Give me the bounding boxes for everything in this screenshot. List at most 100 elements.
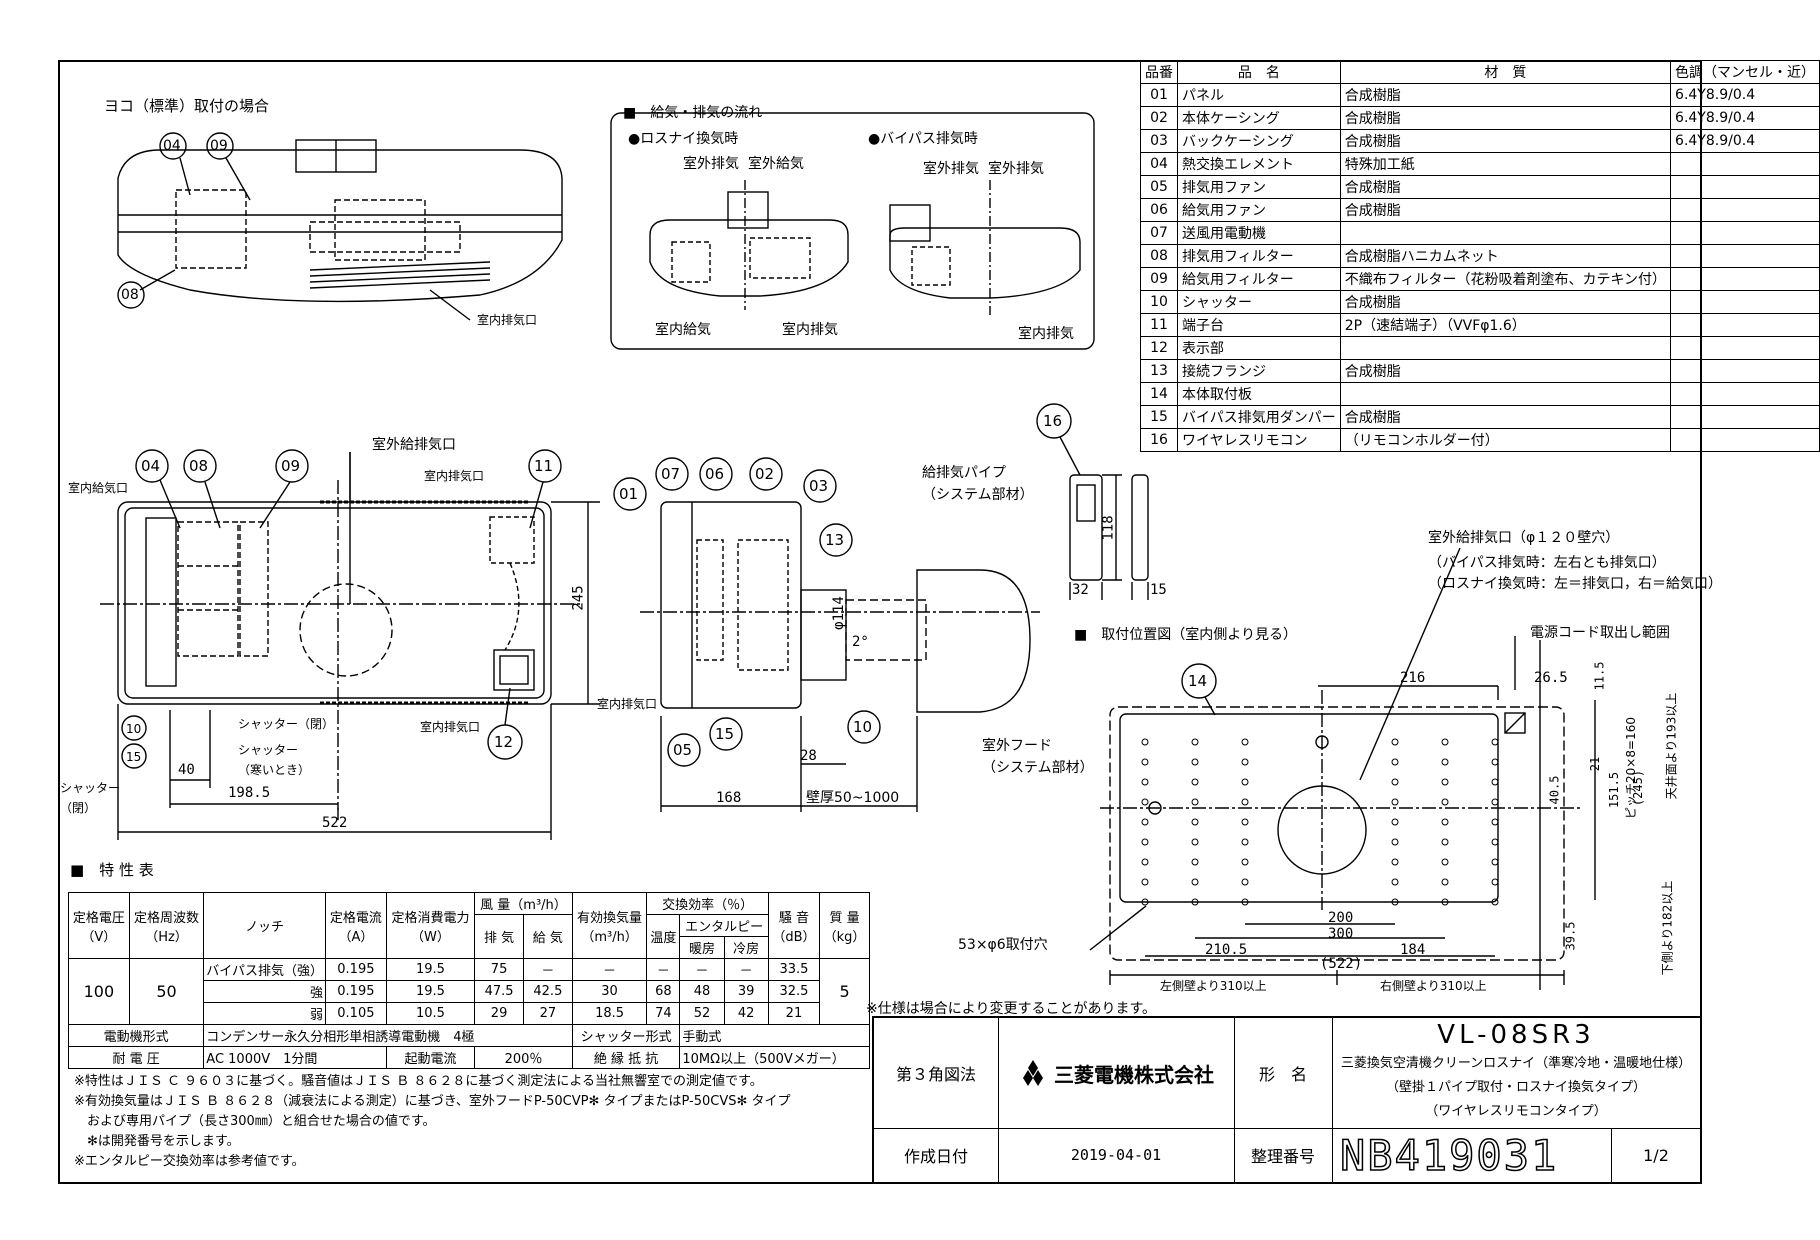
part-name: 送風用電動機 xyxy=(1177,221,1341,245)
mount-hole xyxy=(1241,838,1249,846)
tb-projection: 第３角図法 xyxy=(874,1018,999,1129)
spec-h-air-sup: 給 気 xyxy=(522,914,573,959)
remote-dim-118: 118 xyxy=(1100,515,1117,541)
mount-dim-265: 26.5 xyxy=(1534,670,1568,686)
spec-title: ■ 特 性 表 xyxy=(70,861,154,879)
dim-522: 522 xyxy=(322,815,348,831)
part-name: 接続フランジ xyxy=(1177,359,1341,383)
mount-hole xyxy=(1141,758,1149,766)
mount-hole xyxy=(1441,838,1449,846)
spec-voltage: 100 xyxy=(68,958,130,1025)
side-view-body xyxy=(117,149,563,303)
spec-withstand-label: 耐 電 圧 xyxy=(67,1046,205,1069)
mount-dim-2105: 210.5 xyxy=(1205,942,1248,958)
spec-h-cool: 冷房 xyxy=(723,936,769,959)
side-exhaust-label: 室内排気口 xyxy=(477,313,538,327)
mount-hole xyxy=(1491,798,1499,806)
mount-hole xyxy=(1191,778,1199,786)
mount-hole xyxy=(1241,738,1249,746)
tb-company: 三菱電機株式会社 xyxy=(1054,1062,1214,1087)
top-in-supply-label: 室内給気口 xyxy=(68,481,129,495)
part-name: バックケーシング xyxy=(1177,129,1341,153)
mount-hole xyxy=(1141,838,1149,846)
mount-hole xyxy=(1191,898,1199,906)
part-no: 13 xyxy=(1140,359,1178,383)
spec-note-4: ✻は開発番号を示します。 xyxy=(74,1134,240,1149)
spec-cell: 52 xyxy=(679,1002,725,1025)
flow-in-exhaust: 室内排気 xyxy=(782,322,838,338)
spec-h-noise-unit: （dB） xyxy=(772,929,816,945)
spec-cell: 0.195 xyxy=(325,980,387,1003)
mount-hole xyxy=(1491,738,1499,746)
spec-h-mass-text: 質 量 xyxy=(829,910,860,926)
mount-hole xyxy=(1191,858,1199,866)
spec-cell: － xyxy=(723,958,769,981)
spec-h-eff-unit: （m³/h） xyxy=(581,929,638,945)
spec-mass: 5 xyxy=(819,958,870,1025)
part-color xyxy=(1670,175,1820,199)
spec-h-notch: ノッチ xyxy=(203,892,327,959)
mount-left-clearance: 左側壁より310以上 xyxy=(1160,979,1267,993)
part-color xyxy=(1670,313,1820,337)
balloon-11: 11 xyxy=(534,457,554,475)
spec-cell: バイパス排気（強） xyxy=(203,958,327,981)
mount-hole xyxy=(1241,858,1249,866)
mount-hole xyxy=(1191,838,1199,846)
balloon-16: 16 xyxy=(1043,412,1063,430)
remote-dim-15: 15 xyxy=(1150,582,1167,598)
spec-inrush-value: 200％ xyxy=(474,1046,573,1069)
part-name: シャッター xyxy=(1177,290,1341,314)
spec-h-enth: エンタルピー xyxy=(679,914,769,937)
part-color xyxy=(1670,244,1820,268)
balloon-04a-c xyxy=(159,132,187,160)
section-pipe-label-2: （システム部材） xyxy=(922,487,1034,503)
part-no: 16 xyxy=(1140,428,1178,452)
dim-2deg: 2° xyxy=(852,634,869,650)
tb-date-label: 作成日付 xyxy=(874,1128,999,1182)
mount-hole xyxy=(1141,738,1149,746)
mount-hole xyxy=(1491,878,1499,886)
mount-hole xyxy=(1391,758,1399,766)
part-no: 05 xyxy=(1140,175,1178,199)
parts-header-row: 品番 品 名 材 質 色調（マンセル・近） xyxy=(1140,60,1820,84)
spec-cell: 弱 xyxy=(203,1002,327,1025)
part-color: 6.4Y8.9/0.4 xyxy=(1670,129,1820,153)
part-material: 合成樹脂ハニカムネット xyxy=(1339,244,1672,268)
parts-h-material: 材 質 xyxy=(1339,60,1672,84)
part-material: 合成樹脂 xyxy=(1339,106,1672,130)
spec-h-freq: 定格周波数（Hz） xyxy=(128,892,205,959)
tb-desc2: （壁掛１パイプ取付・ロスナイ換気タイプ） xyxy=(1385,1080,1646,1095)
flow-out-exhaust-2: 室外排気 xyxy=(923,161,979,177)
part-material xyxy=(1339,336,1672,360)
section-hood-label-2: （システム部材） xyxy=(982,760,1094,776)
part-no: 06 xyxy=(1140,198,1178,222)
part-name: 給気用ファン xyxy=(1177,198,1341,222)
mount-hole xyxy=(1191,818,1199,826)
flow-box xyxy=(610,112,1095,350)
mount-hole xyxy=(1391,898,1399,906)
spec-cell: 47.5 xyxy=(474,980,524,1003)
mount-dim-245: (245) xyxy=(1631,769,1646,807)
part-no: 03 xyxy=(1140,129,1178,153)
spec-h-voltage-text: 定格電圧 xyxy=(72,910,125,926)
parts-h-name: 品 名 xyxy=(1177,60,1341,84)
tb-desc3: （ワイヤレスリモコンタイプ） xyxy=(1425,1104,1607,1119)
spec-notes: ※特性はＪＩＳ Ｃ ９６０３に基づく。騒音値はＪＩＳ Ｂ ８６２８に基づく測定法… xyxy=(74,1072,791,1172)
balloon-06: 06 xyxy=(705,465,725,483)
spec-cell: － xyxy=(571,958,648,981)
mount-title: ■ 取付位置図（室内側より見る） xyxy=(1074,627,1297,643)
mitsubishi-logo-icon xyxy=(1023,1060,1043,1086)
part-material: 合成樹脂 xyxy=(1339,198,1672,222)
spec-cell: － xyxy=(679,958,725,981)
dim-40: 40 xyxy=(178,762,195,778)
spec-h-mass-unit: （kg） xyxy=(823,929,866,945)
mount-hole-label-3: （ロスナイ換気時：左＝排気口，右＝給気口） xyxy=(1428,576,1722,592)
dim-28: 28 xyxy=(800,748,817,764)
mount-hole xyxy=(1441,758,1449,766)
flow-in-supply: 室内給気 xyxy=(655,322,711,338)
